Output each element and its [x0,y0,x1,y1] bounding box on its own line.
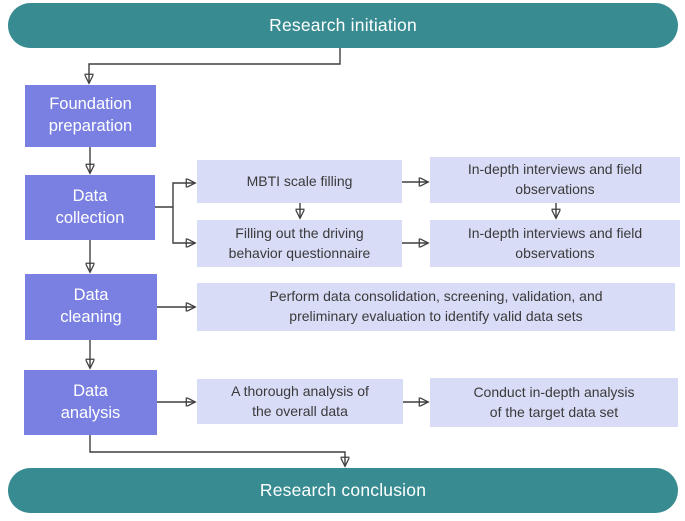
node-data-consolidation: Perform data consolidation, screening, v… [197,283,675,331]
connector-collection-to-mbti [172,183,194,207]
node-data-analysis: Data analysis [24,370,157,435]
node-thorough-analysis: A thorough analysis of the overall data [197,379,403,424]
node-research-initiation: Research initiation [8,3,678,48]
node-data-cleaning: Data cleaning [25,274,157,340]
node-driving-behavior-questionnaire: Filling out the driving behavior questio… [197,220,402,267]
node-foundation-preparation: Foundation preparation [25,85,156,147]
node-mbti-scale-filling: MBTI scale filling [197,160,402,203]
connector-start-to-foundation [89,48,341,82]
node-interviews-observations-bottom: In-depth interviews and field observatio… [430,220,680,267]
node-data-collection: Data collection [25,175,155,240]
node-interviews-observations-top: In-depth interviews and field observatio… [430,157,680,203]
connector-analysis-to-end [89,435,345,465]
node-research-conclusion: Research conclusion [8,468,678,513]
node-conduct-indepth-analysis: Conduct in-depth analysis of the target … [430,378,678,427]
connector-collection-to-questionnaire [172,207,194,243]
